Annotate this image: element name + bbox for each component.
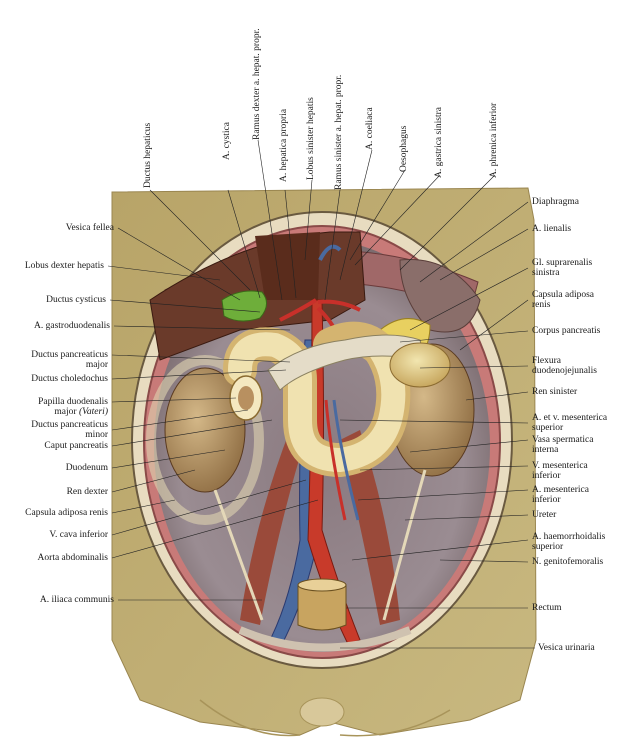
label-a-lienalis: A. lienalis <box>532 224 572 234</box>
label-a-hepatica-propria: A. hepatica propria <box>279 108 289 182</box>
label-aorta-abdominalis: Aorta abdominalis <box>37 553 108 563</box>
label-v-cava-inferior: V. cava inferior <box>49 530 108 540</box>
label-a-gastrica-sinistra: A. gastrica sinistra <box>434 107 444 178</box>
label-ren-dexter: Ren dexter <box>66 487 108 497</box>
label-corpus-pancreatis: Corpus pancreatis <box>532 326 601 336</box>
label-ureter: Ureter <box>532 510 557 520</box>
psoas-left <box>340 430 400 625</box>
label-a-gastroduodenalis: A. gastroduodenalis <box>34 321 110 331</box>
label-capsula-adiposa-renis-left: Capsula adiposa renis <box>25 508 108 518</box>
label-n-genitofemoralis: N. genitofemoralis <box>532 557 604 567</box>
label-lobus-sinister: Lobus sinister hepatis <box>306 97 316 180</box>
label-rectum: Rectum <box>532 603 562 613</box>
label-ductus-cysticus: Ductus cysticus <box>46 295 106 305</box>
label-ductus-choledochus: Ductus choledochus <box>31 374 108 384</box>
label-ren-sinister: Ren sinister <box>532 387 578 397</box>
psoas-right <box>240 430 305 625</box>
label-ramus-sinister: Ramus sinister a. hepat. propr. <box>334 74 344 190</box>
label-ductus-hepaticus: Ductus hepaticus <box>143 122 153 188</box>
label-a-cystica: A. cystica <box>222 122 232 160</box>
label-duodenum: Duodenum <box>65 463 108 473</box>
label-diaphragma: Diaphragma <box>532 197 579 207</box>
label-lobus-dexter: Lobus dexter hepatis <box>24 261 104 271</box>
spleen <box>399 259 481 333</box>
label-a-phrenica-inferior: A. phrenica inferior <box>489 102 499 178</box>
right-kidney <box>164 367 246 493</box>
label-a-iliaca-communis: A. iliaca communis <box>39 595 114 605</box>
label-oesophagus: Oesophagus <box>399 125 409 172</box>
label-vesica-urinaria: Vesica urinaria <box>538 643 595 653</box>
leader-lines <box>107 139 535 649</box>
label-caput-pancreatis: Caput pancreatis <box>44 441 108 451</box>
label-a-coeliaca: A. coeliaca <box>365 107 375 150</box>
gallbladder <box>221 290 267 322</box>
label-vesica-fellea: Vesica fellea <box>65 223 114 233</box>
label-ramus-dexter: Ramus dexter a. hepat. propr. <box>252 28 262 140</box>
